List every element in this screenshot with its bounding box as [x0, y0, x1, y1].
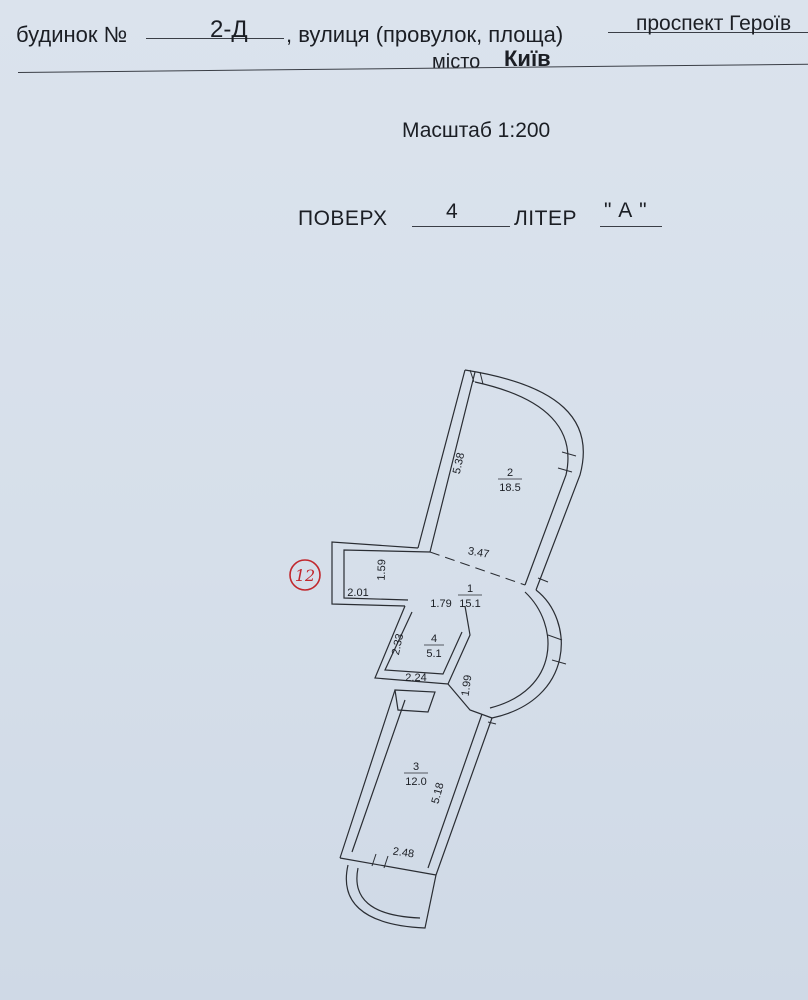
floor-label: ПОВЕРХ	[298, 207, 388, 230]
street-value: проспект Героїв	[636, 12, 792, 35]
room3-bottom-wall	[339, 857, 437, 876]
floor-underline	[412, 226, 510, 227]
room-1-area: 15.1	[459, 598, 480, 610]
building-number-underline	[146, 38, 284, 39]
building-number: 2-Д	[210, 16, 248, 43]
city-label: місто	[432, 51, 481, 73]
dim-room1-lower: 1.99	[460, 674, 475, 697]
dim-room4-width: 2.24	[405, 672, 426, 684]
dim-room3-height: 5.18	[430, 781, 447, 805]
balcony-walls	[345, 864, 437, 929]
room2-bay-wall	[464, 369, 584, 591]
room2-left-wall	[417, 369, 476, 553]
floor-value: 4	[446, 200, 459, 223]
street-label: , вулиця (провулок, площа)	[286, 22, 564, 47]
dim-room1-inner: 1.79	[430, 598, 451, 610]
room-4-number: 4	[431, 633, 437, 645]
dim-room4-height: 2.33	[390, 633, 406, 656]
building-label: будинок №	[16, 22, 128, 47]
room1-curve-wall	[489, 589, 562, 719]
room1-divider	[429, 551, 526, 586]
room3-right-wall	[427, 713, 493, 876]
room-2-area: 18.5	[499, 482, 520, 494]
window-hatches	[371, 369, 577, 869]
room-2-number: 2	[507, 467, 513, 479]
dim-room3-width: 2.48	[392, 846, 415, 861]
plan-walls	[331, 369, 584, 929]
room-labels: 2 18.5 1 15.1 4 5.1 3 12.0	[404, 467, 522, 788]
dimension-labels: 5.38 3.47 1.59 2.01 1.79 2.33 2.24 1.99 …	[347, 452, 490, 861]
dim-hall-width: 2.01	[347, 587, 368, 599]
apartment-number-stamp: 12	[289, 559, 321, 591]
dim-room1-width: 3.47	[467, 545, 490, 561]
room-4-area: 5.1	[426, 648, 441, 660]
stamp-text: 12	[295, 566, 315, 585]
liter-underline	[600, 226, 662, 227]
liter-value: " А "	[604, 199, 648, 222]
passage-walls	[394, 683, 493, 719]
street-underline	[608, 32, 808, 33]
room-1-number: 1	[467, 583, 473, 595]
room-3-number: 3	[413, 761, 419, 773]
dim-room2-height: 5.38	[451, 452, 468, 476]
scale-text: Масштаб 1:200	[402, 119, 551, 142]
room3-left-wall	[339, 689, 406, 859]
room-3-area: 12.0	[405, 776, 426, 788]
city-value: Київ	[504, 46, 551, 71]
dim-hall-height: 1.59	[376, 559, 389, 581]
hall-walls	[331, 541, 431, 607]
liter-label: ЛІТЕР	[514, 207, 577, 230]
